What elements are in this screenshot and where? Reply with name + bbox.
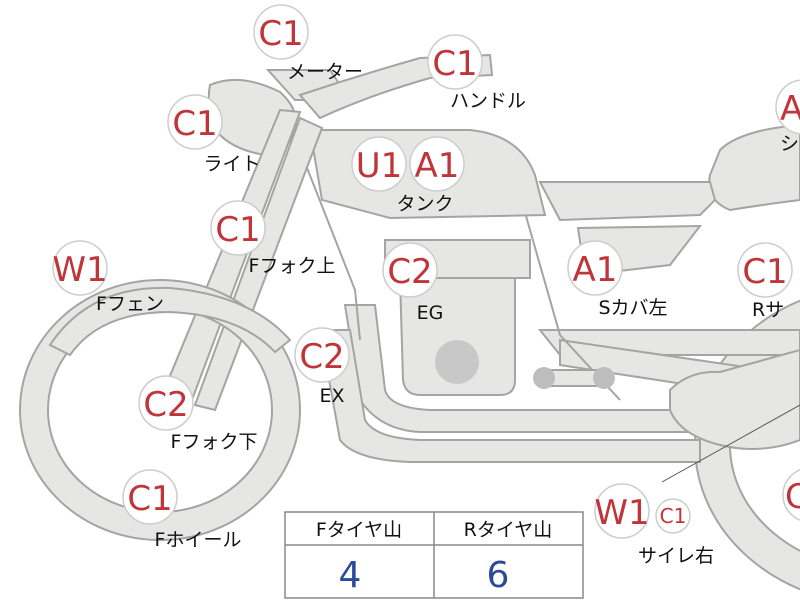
marker-ffork-upper: C1 Fフォク上 <box>210 200 336 277</box>
marker-fwheel: C1 Fホイール <box>122 469 242 551</box>
leader-line <box>661 404 800 483</box>
marker-ffork-lower: C2 Fフォク下 <box>138 375 258 453</box>
rear-tire-value: 6 <box>487 555 510 596</box>
front-tire-header: Fタイヤ山 <box>316 519 402 541</box>
scover-left-code: A1 <box>573 250 618 290</box>
marker-scover-left: A1 Sカバ左 <box>567 240 668 319</box>
handle-code: C1 <box>432 44 477 84</box>
exhaust-lower <box>318 329 701 463</box>
marker-rwheel: C <box>782 469 800 521</box>
seat-label: シ <box>780 133 799 155</box>
side-cover <box>538 181 717 222</box>
marker-meter: C1 メーター <box>253 4 363 83</box>
rsus-label: Rサ <box>752 299 784 321</box>
ffork-lower-code: C2 <box>143 385 188 425</box>
marker-engine: C2 EG <box>382 242 444 324</box>
ffork-upper-code: C1 <box>215 210 260 250</box>
marker-rsus: C1 Rサ <box>737 242 793 321</box>
silencer-right-label: サイレ右 <box>638 545 714 567</box>
silencer-code-1: W1 <box>594 493 649 533</box>
marker-exhaust: C2 EX <box>294 327 350 407</box>
marker-handle: C1 ハンドル <box>427 34 526 112</box>
marker-light: C1 ライト <box>167 94 261 175</box>
tank-label: タンク <box>396 193 453 215</box>
meter-label: メーター <box>287 61 363 83</box>
ffork-lower-label: Fフォク下 <box>171 431 258 453</box>
light-label: ライト <box>203 153 260 175</box>
rwheel-code: C <box>785 477 800 517</box>
ffender-code: W1 <box>52 250 107 290</box>
fwheel-label: Fホイール <box>155 529 242 551</box>
ffender-label: Fフェン <box>96 293 164 315</box>
marker-silencer-right: W1 C1 サイレ右 <box>594 483 714 567</box>
engine-code: C2 <box>387 252 432 292</box>
front-fender <box>48 286 292 357</box>
marker-ffender: W1 Fフェン <box>52 240 164 315</box>
silencer-code-2: C1 <box>660 504 687 528</box>
marker-tank: U1 A1 タンク <box>351 136 465 215</box>
engine-label: EG <box>417 302 444 324</box>
light-code: C1 <box>172 104 217 144</box>
rsus-code: C1 <box>742 252 787 292</box>
damage-markers: C1 メーター C1 ハンドル C1 ライト U1 A1 タンク C1 Fフォク… <box>52 4 800 567</box>
scover-left-label: Sカバ左 <box>598 297 667 319</box>
tank-code-1: U1 <box>356 146 403 186</box>
ffork-upper-label: Fフォク上 <box>249 255 336 277</box>
engine-cover <box>435 340 479 384</box>
down-tube <box>299 149 361 341</box>
seat-code: A <box>780 89 800 129</box>
tire-tread-table: Fタイヤ山 Rタイヤ山 4 6 <box>284 511 584 599</box>
silencer <box>669 348 800 450</box>
rear-tire-header: Rタイヤ山 <box>464 519 553 541</box>
exhaust-code: C2 <box>299 337 344 377</box>
front-tire-value: 4 <box>339 555 362 596</box>
fwheel-code: C1 <box>127 479 172 519</box>
marker-seat: A シ <box>775 79 800 155</box>
exhaust-label: EX <box>319 385 344 407</box>
tank-code-2: A1 <box>415 146 460 186</box>
meter-code: C1 <box>258 14 303 54</box>
handle-label: ハンドル <box>450 90 526 112</box>
